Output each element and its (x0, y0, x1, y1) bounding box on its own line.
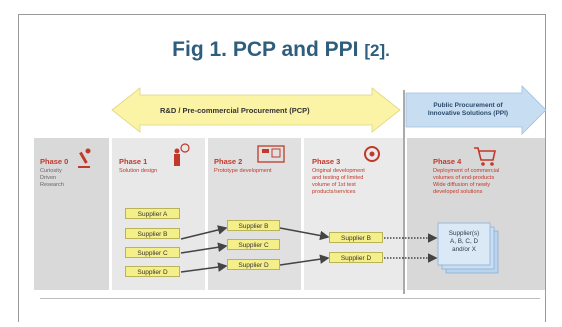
microscope-icon (78, 148, 91, 168)
phase3-desc-line: Original development (312, 168, 365, 174)
figure-title: Fig 1. PCP and PPI [2]. (0, 38, 562, 62)
arrow-p2-b (279, 227, 330, 241)
arrow-p1-d (180, 262, 228, 273)
phase0-desc-line: Curiosity (40, 168, 62, 174)
phase4-description: Deployment of commercial volumes of end-… (433, 168, 499, 196)
pcp-banner-label: R&D / Pre-commercial Procurement (PCP) (160, 106, 310, 115)
gear-person-icon (364, 146, 380, 162)
title-text: Fig 1. PCP and PPI (172, 38, 359, 61)
phase3-panel (304, 138, 403, 290)
phase4-supplier-stack-front (437, 222, 491, 266)
phase4-desc-line: developed solutions (433, 189, 483, 195)
figure-frame (18, 14, 546, 322)
phase0-description: Curiosity Driven Research (40, 168, 64, 189)
phase4-desc-line: Wide diffusion of newly (433, 182, 491, 188)
phase0-title: Phase 0 (40, 157, 69, 166)
arrow-p1-c (180, 242, 228, 254)
title-reference: [2]. (364, 41, 390, 60)
phase1-title: Phase 1 (119, 157, 148, 166)
phase3-supplier-b: Supplier B (329, 232, 383, 243)
shopping-cart-icon (474, 147, 496, 166)
phase0-desc-line: Research (40, 182, 64, 188)
phase3-desc-line: volume of 1st test (312, 182, 356, 188)
phase1-supplier-c: Supplier C (125, 247, 180, 258)
phase4-suppliers-line: and/or X (452, 246, 476, 253)
phase2-description: Prototype development (214, 168, 272, 174)
phase3-desc-line: products/services (312, 189, 356, 195)
lightbulb-person-icon (174, 143, 190, 166)
phase4-desc-line: volumes of end-products (433, 175, 495, 181)
phase0-desc-line: Driven (40, 175, 57, 181)
ppi-banner-line1: Public Procurement of (433, 102, 503, 109)
phase2-supplier-d: Supplier D (227, 259, 280, 270)
phase4-title: Phase 4 (433, 157, 462, 166)
bottom-divider (40, 298, 540, 299)
phase4-suppliers-label: Supplier(s) A, B, C, D and/or X (438, 230, 490, 254)
phase3-description: Original development and testing of limi… (312, 168, 365, 196)
phase1-supplier-a: Supplier A (125, 208, 180, 219)
arrow-p2-d (279, 254, 330, 266)
phase3-supplier-d: Supplier D (329, 252, 383, 263)
phase4-suppliers-line: A, B, C, D (450, 238, 478, 245)
phase1-supplier-d: Supplier D (125, 266, 180, 277)
ppi-banner-arrow (405, 85, 547, 135)
phase2-title: Phase 2 (214, 157, 243, 166)
arrow-p1-b (180, 225, 228, 240)
prototype-blueprint-icon (257, 145, 285, 163)
pcp-banner-arrow (111, 87, 401, 133)
phase2-supplier-c: Supplier C (227, 239, 280, 250)
ppi-banner-label: Public Procurement of Innovative Solutio… (410, 102, 526, 118)
phase1-description: Solution design (119, 168, 158, 174)
phase2-supplier-b: Supplier B (227, 220, 280, 231)
phase4-suppliers-line: Supplier(s) (448, 230, 480, 237)
ppi-banner-line2: Innovative Solutions (PPI) (427, 110, 509, 117)
phase3-title: Phase 3 (312, 157, 341, 166)
phase4-desc-line: Deployment of commercial (433, 168, 500, 174)
phase0-panel (34, 138, 109, 290)
phase3-desc-line: and testing of limited (312, 175, 364, 181)
phase1-supplier-b: Supplier B (125, 228, 180, 239)
